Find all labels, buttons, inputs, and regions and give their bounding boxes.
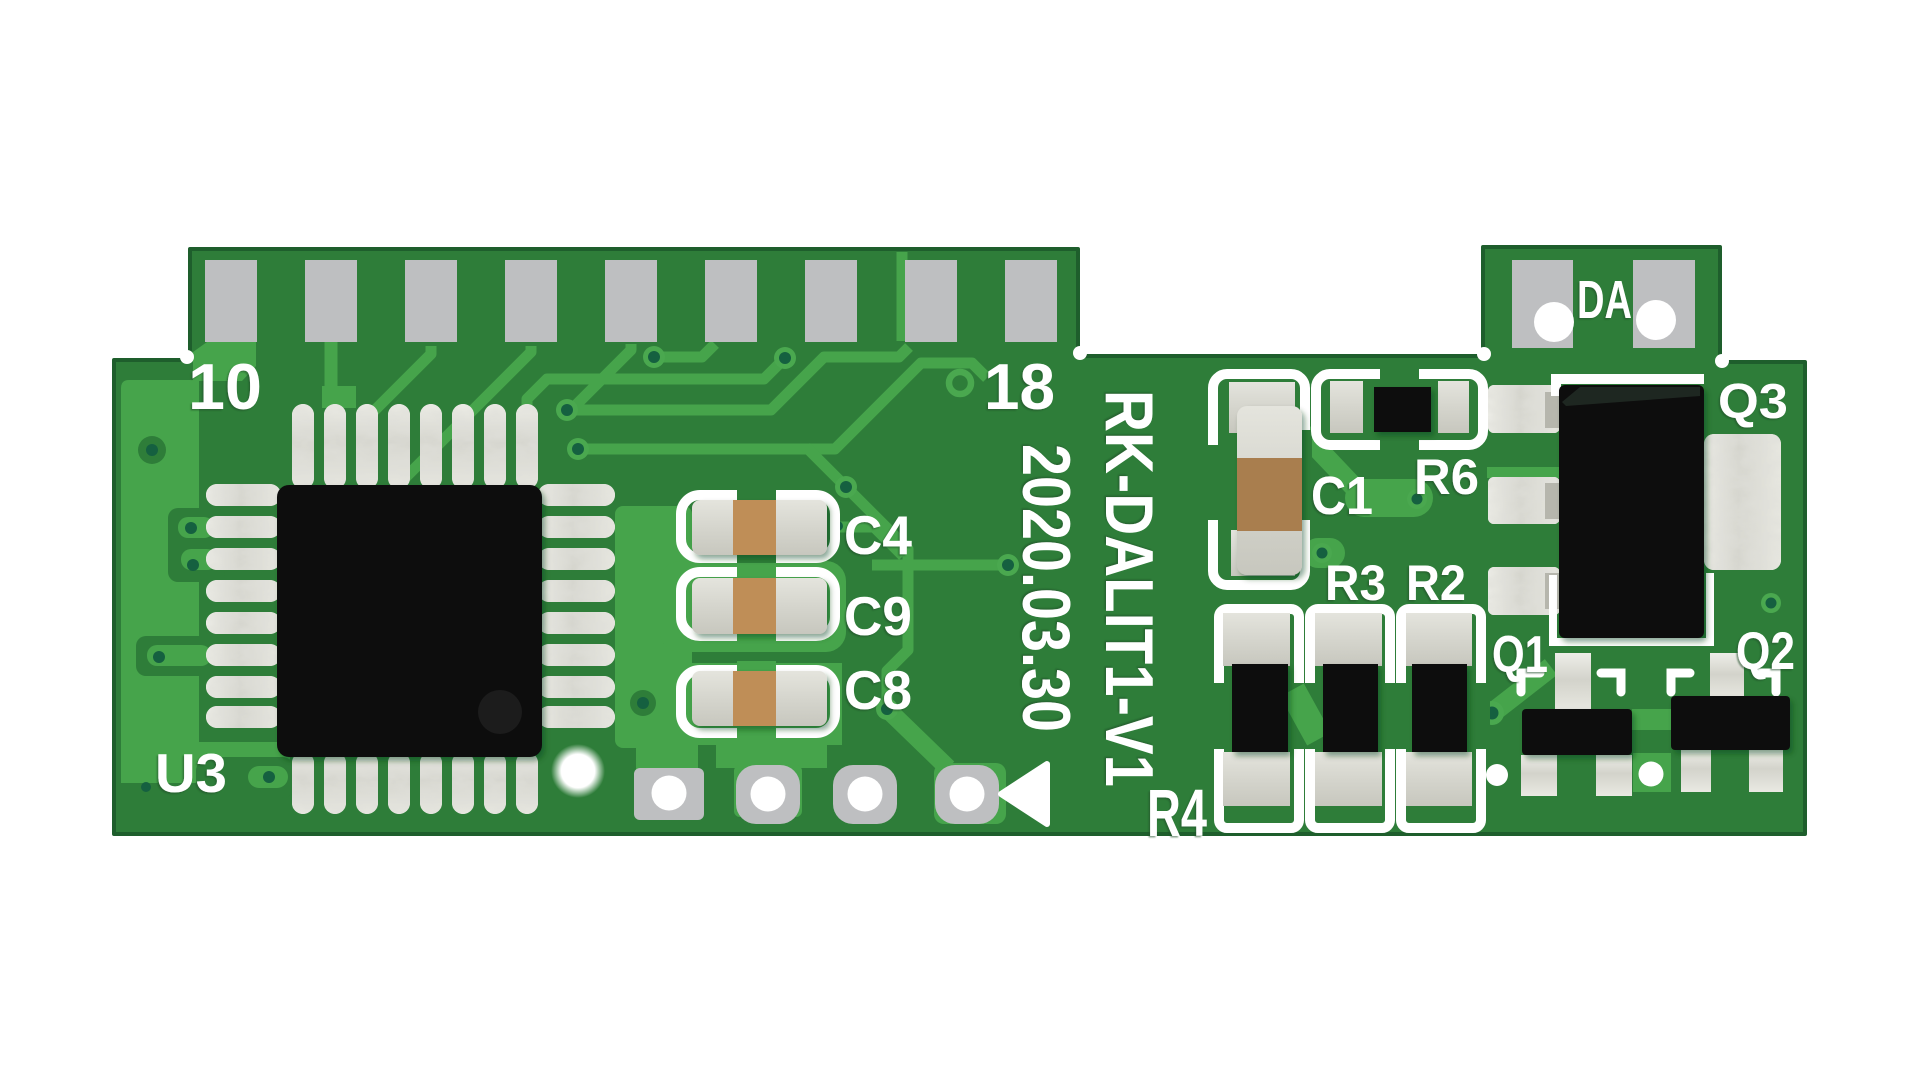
svg-text:R3: R3 bbox=[1325, 555, 1386, 611]
svg-text:Q1: Q1 bbox=[1492, 626, 1548, 684]
svg-text:R2: R2 bbox=[1406, 555, 1466, 611]
svg-text:U3: U3 bbox=[155, 742, 227, 804]
svg-text:Q2: Q2 bbox=[1736, 622, 1795, 681]
svg-text:R4: R4 bbox=[1147, 776, 1207, 851]
svg-text:18: 18 bbox=[984, 350, 1055, 423]
svg-text:RK-DALIT1-V1: RK-DALIT1-V1 bbox=[1091, 390, 1167, 787]
svg-text:C9: C9 bbox=[844, 585, 912, 647]
svg-text:R6: R6 bbox=[1414, 449, 1479, 505]
svg-text:C8: C8 bbox=[844, 659, 912, 721]
svg-text:10: 10 bbox=[188, 350, 262, 423]
svg-text:2020.03.30: 2020.03.30 bbox=[1008, 444, 1084, 732]
svg-text:C1: C1 bbox=[1311, 466, 1373, 526]
svg-text:DA: DA bbox=[1577, 270, 1632, 330]
svg-text:C4: C4 bbox=[844, 504, 912, 566]
svg-text:Q3: Q3 bbox=[1718, 375, 1788, 429]
